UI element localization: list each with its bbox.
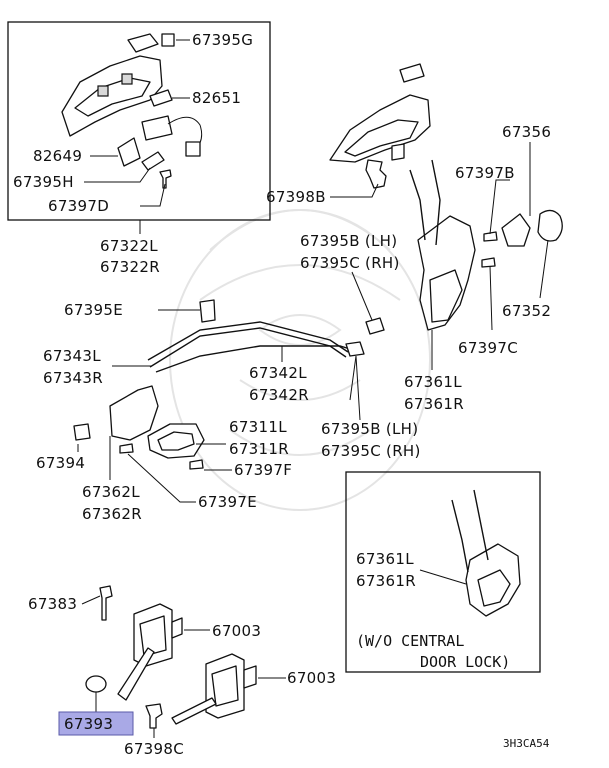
clip-67395G [127, 33, 159, 53]
label-82651: 82651 [192, 89, 241, 107]
label-67311R: 67311R [229, 440, 289, 458]
label-67342R: 67342R [249, 386, 309, 404]
label-67342L: 67342L [249, 364, 307, 382]
door-check-inner [139, 615, 167, 657]
lock-motor [429, 269, 463, 323]
handle-grip [344, 119, 419, 157]
rod-67343 [147, 321, 349, 361]
outside-handle-upper-right [329, 63, 431, 189]
label-67397C: 67397C [458, 339, 518, 357]
door-check-upper [117, 603, 183, 701]
lock-rod-manual [451, 499, 469, 573]
striker-67356 [501, 213, 531, 247]
handle-tab [391, 143, 405, 161]
label-67362R: 67362R [82, 505, 142, 523]
lock-body-manual-detail [477, 569, 511, 607]
inside-handle-bracket-67362 [109, 385, 159, 441]
door-check-tab [171, 617, 183, 639]
pin-67383 [99, 585, 113, 621]
screw-67397C [481, 257, 496, 268]
inside-handle-assembly [73, 385, 205, 470]
door-check-lower [171, 653, 257, 725]
rod-67343-edge [149, 327, 347, 368]
clip-67394 [73, 423, 91, 441]
screw-67398C [145, 703, 163, 729]
label-67397E: 67397E [198, 493, 257, 511]
label-67003-a: 67003 [212, 622, 261, 640]
label-67395E: 67395E [64, 301, 123, 319]
without-central-lock-box: 67361L 67361R (W/O CENTRAL DOOR LOCK) [345, 471, 541, 673]
clip-67395E [199, 299, 216, 323]
label-67352: 67352 [502, 302, 551, 320]
without-central-lock-frame [345, 471, 541, 673]
pad-82651 [149, 89, 173, 107]
door-check-tab [243, 665, 257, 689]
label-67322L: 67322L [100, 237, 158, 255]
door-check-arm-upper [117, 647, 155, 701]
outside-handle-assembly-box: 67395G 82651 82649 67395H 67397D [7, 21, 271, 221]
lock-rods [147, 321, 365, 373]
label-67395B-lh-top: 67395B (LH) [300, 232, 397, 250]
label-67395C-rh-top: 67395C (RH) [300, 254, 400, 272]
inside-handle-grip [157, 431, 195, 451]
label-67397D: 67397D [48, 197, 109, 215]
box-note-line-2: DOOR LOCK) [420, 653, 510, 671]
bumper-67393 [85, 675, 107, 693]
label-67395B-lh-mid: 67395B (LH) [321, 420, 418, 438]
label-67361L-box: 67361L [356, 550, 414, 568]
watermark-emblem [169, 209, 431, 511]
label-67398B: 67398B [266, 188, 326, 206]
outside-handle-frame [7, 21, 271, 221]
label-67394: 67394 [36, 454, 85, 472]
screw-67397B [483, 231, 498, 242]
lock-rod [409, 169, 426, 241]
label-67361R-box: 67361R [356, 572, 416, 590]
door-lock-actuator [409, 159, 563, 331]
label-67361R-mid: 67361R [404, 395, 464, 413]
label-67393: 67393 [64, 715, 113, 733]
label-67395H: 67395H [13, 173, 74, 191]
handle-rivet [121, 73, 133, 85]
screw-67397D [159, 169, 172, 189]
diagram-code: 3H3CA54 [503, 737, 550, 750]
highlight-67393 [58, 711, 134, 736]
label-67361L-mid: 67361L [404, 373, 462, 391]
switch-connector [185, 141, 201, 157]
clip-67395B-upper [365, 317, 385, 335]
label-67397B: 67397B [455, 164, 515, 182]
screw-67397E [119, 443, 134, 454]
key-cylinder [141, 115, 173, 141]
label-67395G: 67395G [192, 31, 253, 49]
box-note-line-1: (W/O CENTRAL [356, 632, 464, 650]
screw-67398B [365, 159, 387, 189]
clip-67395G-tab [161, 33, 175, 47]
label-67383: 67383 [28, 595, 77, 613]
label-67397F: 67397F [234, 461, 292, 479]
label-67362L: 67362L [82, 483, 140, 501]
handle-rivet [97, 85, 109, 97]
door-check-arm-lower [171, 697, 217, 725]
label-67395C-rh-mid: 67395C (RH) [321, 442, 421, 460]
handle-clip [399, 63, 425, 83]
label-67003-b: 67003 [287, 669, 336, 687]
label-67343L: 67343L [43, 347, 101, 365]
screw-67397F [189, 459, 204, 470]
lock-rod-manual [473, 489, 489, 561]
label-82649: 82649 [33, 147, 82, 165]
bumper-67352 [537, 209, 563, 242]
bracket-82649 [117, 137, 141, 167]
label-67343R: 67343R [43, 369, 103, 387]
label-67398C: 67398C [124, 740, 184, 758]
clip-67395H [141, 151, 165, 171]
label-67322R: 67322R [100, 258, 160, 276]
label-67311L: 67311L [229, 418, 287, 436]
lock-rod [431, 159, 441, 246]
clip-67395B-lower [345, 341, 365, 357]
door-check-inner [211, 665, 239, 707]
label-67356: 67356 [502, 123, 551, 141]
